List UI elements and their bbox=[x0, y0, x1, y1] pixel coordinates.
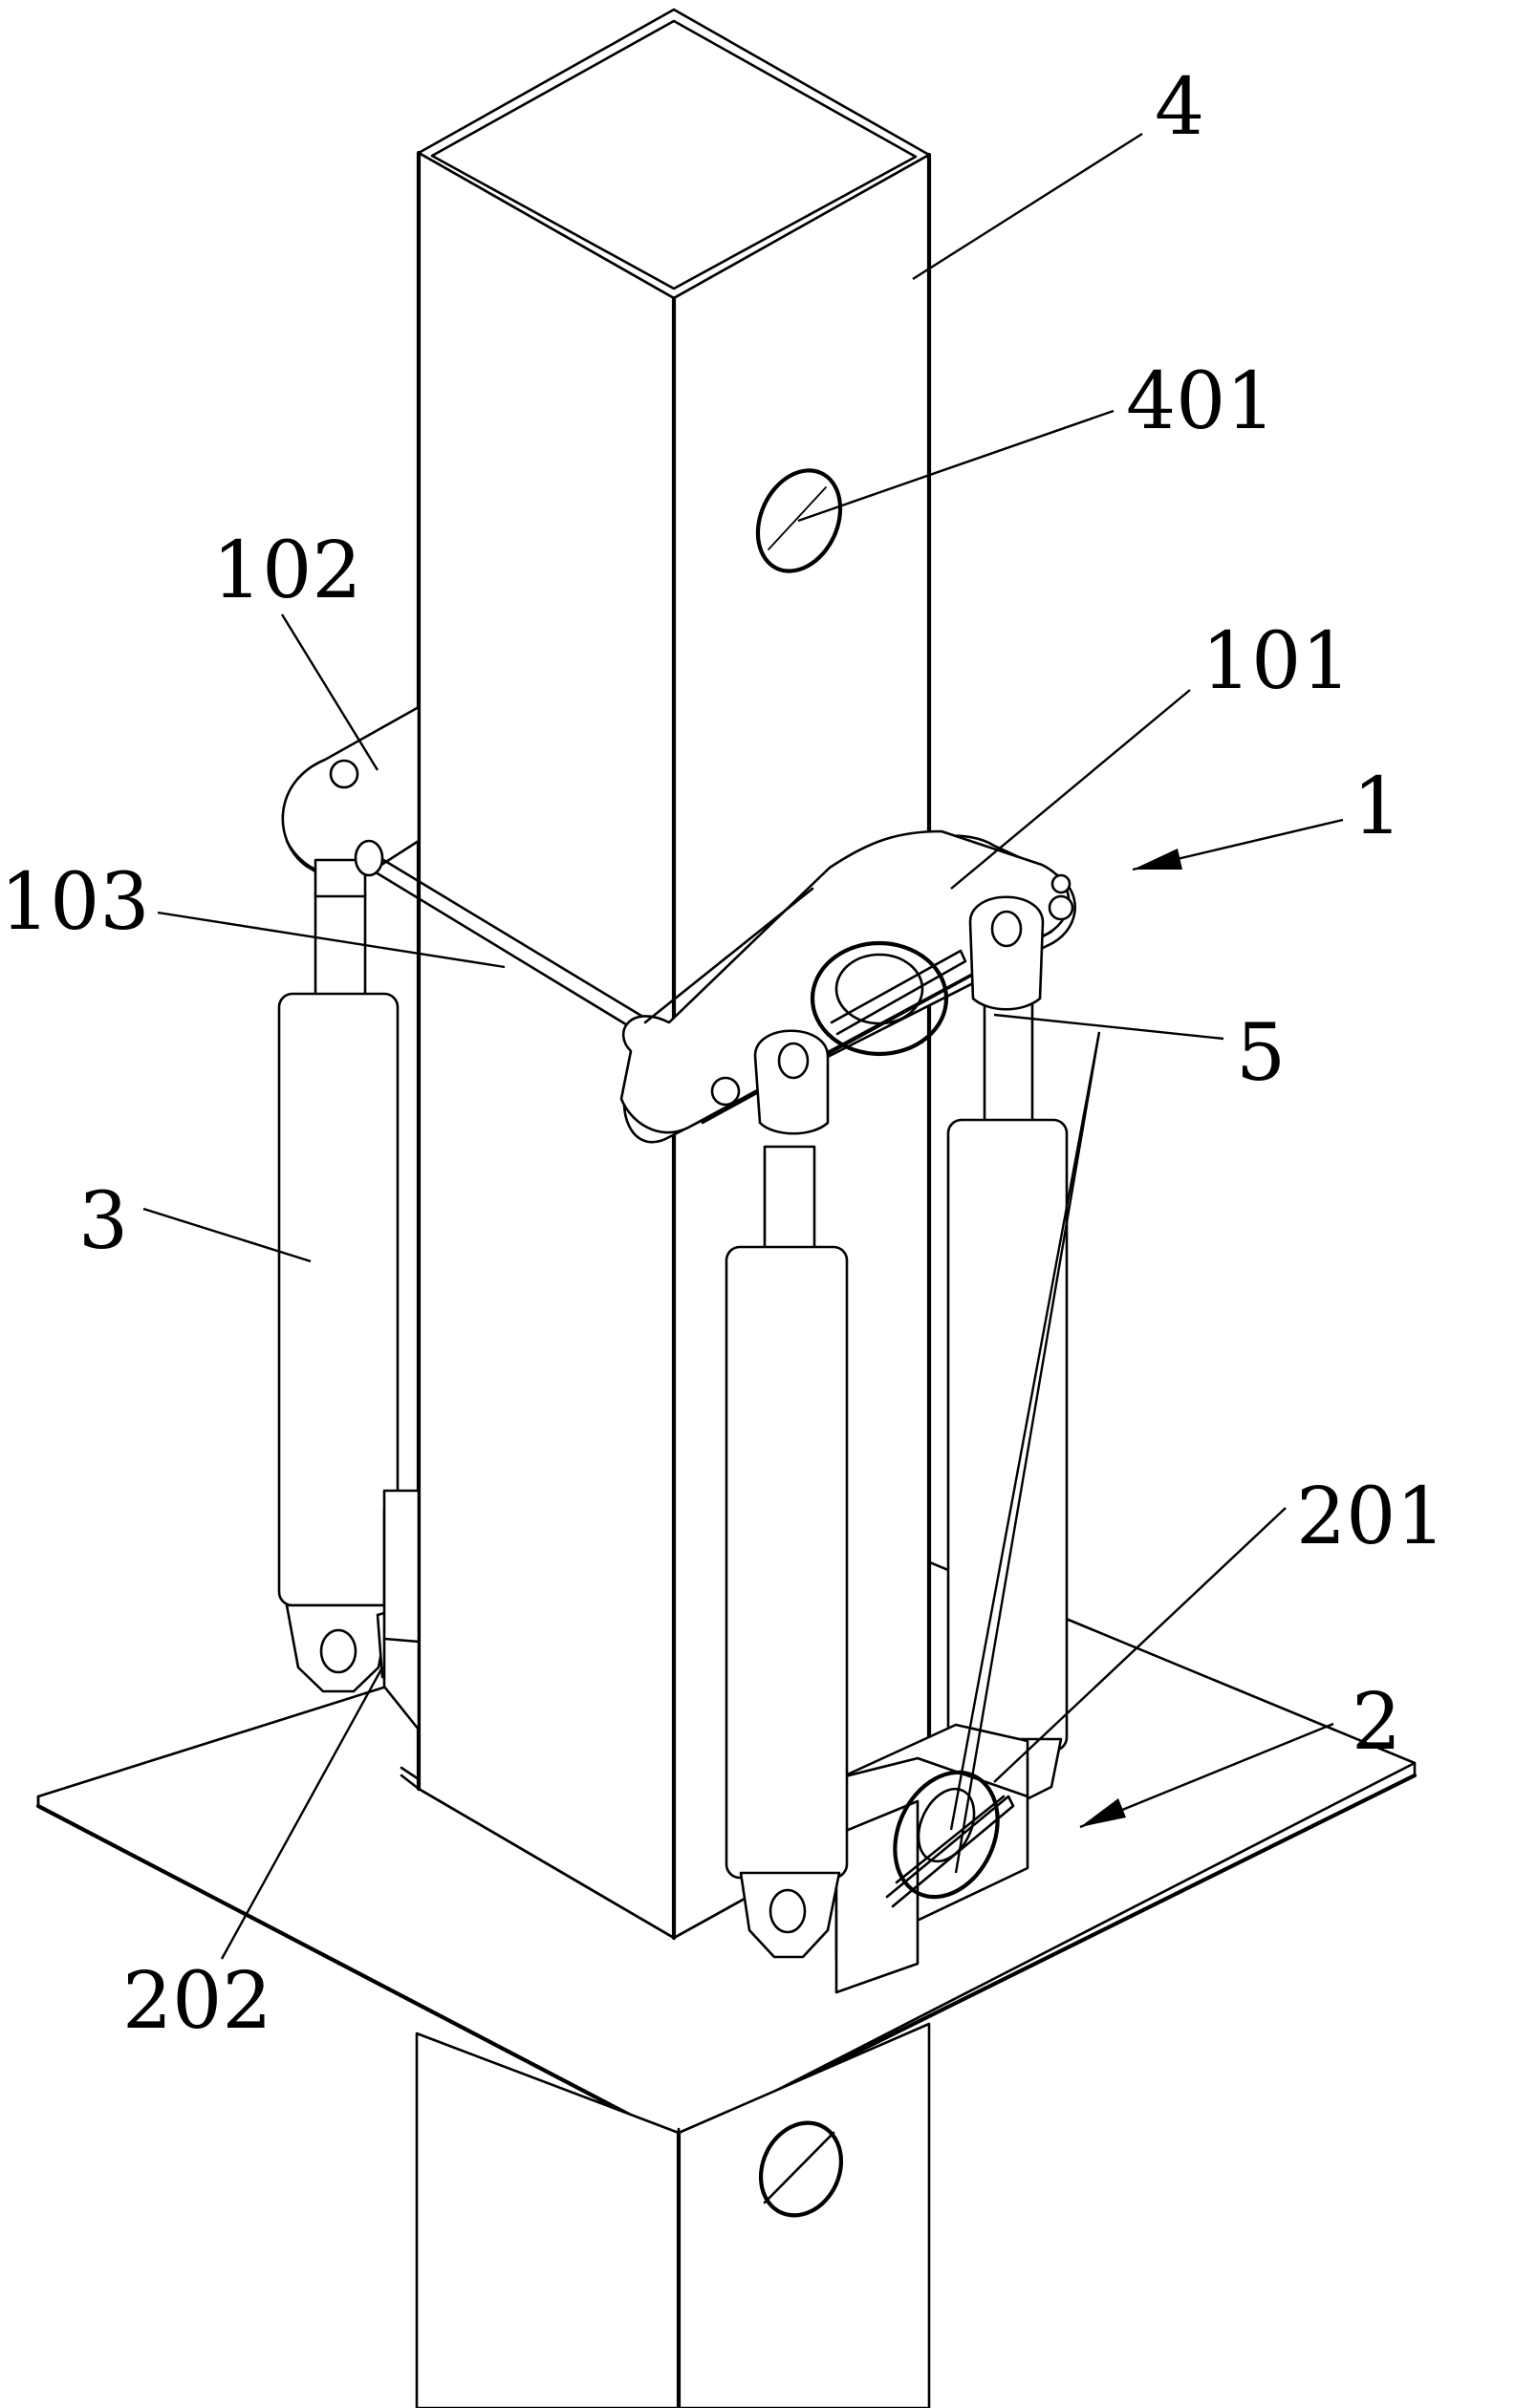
clamp-201 bbox=[834, 1723, 1029, 1994]
clevis-eyes bbox=[753, 895, 1045, 1135]
cylinder-right-rear bbox=[946, 1001, 1069, 1813]
label-103: 103 bbox=[0, 857, 150, 948]
label-1: 1 bbox=[1353, 762, 1402, 852]
label-2: 2 bbox=[1352, 1677, 1401, 1768]
callout-labels: 4 401 102 101 1 103 5 3 201 2 202 bbox=[0, 62, 1446, 2047]
label-101: 101 bbox=[1201, 616, 1352, 707]
label-201: 201 bbox=[1296, 1472, 1446, 1562]
label-102: 102 bbox=[212, 526, 362, 616]
bracket-202 bbox=[382, 1489, 421, 1731]
rod-103 bbox=[354, 839, 648, 1034]
lower-tube bbox=[415, 2022, 931, 2408]
hole-401 bbox=[755, 468, 843, 573]
label-5: 5 bbox=[1236, 1008, 1286, 1099]
leader-lines bbox=[142, 132, 1344, 1960]
label-4: 4 bbox=[1155, 62, 1204, 153]
label-3: 3 bbox=[78, 1176, 128, 1267]
cylinder-front bbox=[725, 1145, 849, 1959]
label-401: 401 bbox=[1126, 356, 1276, 447]
label-202: 202 bbox=[122, 1956, 272, 2047]
